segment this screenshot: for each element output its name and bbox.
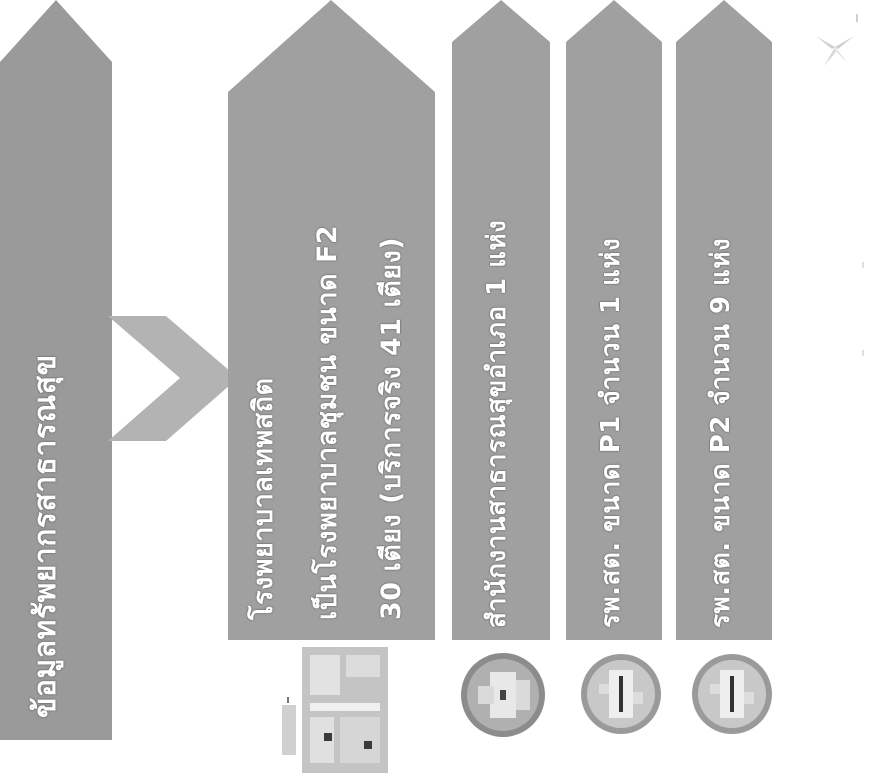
health-office-label: สำนักงานสาธารณสุขอำเภอ 1 แห่ง (482, 219, 512, 628)
p2-circle-map-thumbnail (692, 654, 772, 734)
hospital-floorplan-thumbnail (282, 647, 388, 773)
corner-tick-2 (862, 262, 864, 268)
main-arrow: ข้อมูลทรัพยากรสาธารณสุข (0, 0, 112, 740)
p1-arrow: รพ.สต. ขนาด P1 จำนวน 1 แห่ง (566, 0, 662, 640)
p1-circle-map-thumbnail (581, 654, 661, 734)
corner-tick-3 (862, 350, 864, 356)
health-office-circle-map-thumbnail (461, 653, 545, 737)
health-office-arrow-shape (452, 0, 550, 640)
hospital-arrow-shape (228, 0, 435, 640)
p2-arrow-shape (676, 0, 772, 640)
p1-arrow-shape (566, 0, 662, 640)
p2-label: รพ.สต. ขนาด P2 จำนวน 9 แห่ง (706, 237, 736, 628)
hospital-arrow: โรงพยาบาลเทพสถิต เป็นโรงพยาบาลชุมชน ขนาด… (228, 0, 435, 640)
main-arrow-label: ข้อมูลทรัพยากรสาธารณสุข (28, 354, 63, 718)
p2-arrow: รพ.สต. ขนาด P2 จำนวน 9 แห่ง (676, 0, 772, 640)
hospital-line-1: โรงพยาบาลเทพสถิต (248, 377, 279, 621)
chevron-right-icon (108, 316, 238, 441)
health-office-arrow: สำนักงานสาธารณสุขอำเภอ 1 แห่ง (452, 0, 550, 640)
hospital-line-3: 30 เตียง (บริการจริง 41 เตียง) (376, 236, 407, 620)
p1-label: รพ.สต. ขนาด P1 จำนวน 1 แห่ง (596, 237, 626, 628)
hospital-line-2: เป็นโรงพยาบาลชุมชน ขนาด F2 (312, 224, 343, 620)
corner-tick-1 (856, 14, 858, 22)
bird-logo-icon (816, 36, 854, 66)
main-arrow-shape (0, 0, 112, 740)
